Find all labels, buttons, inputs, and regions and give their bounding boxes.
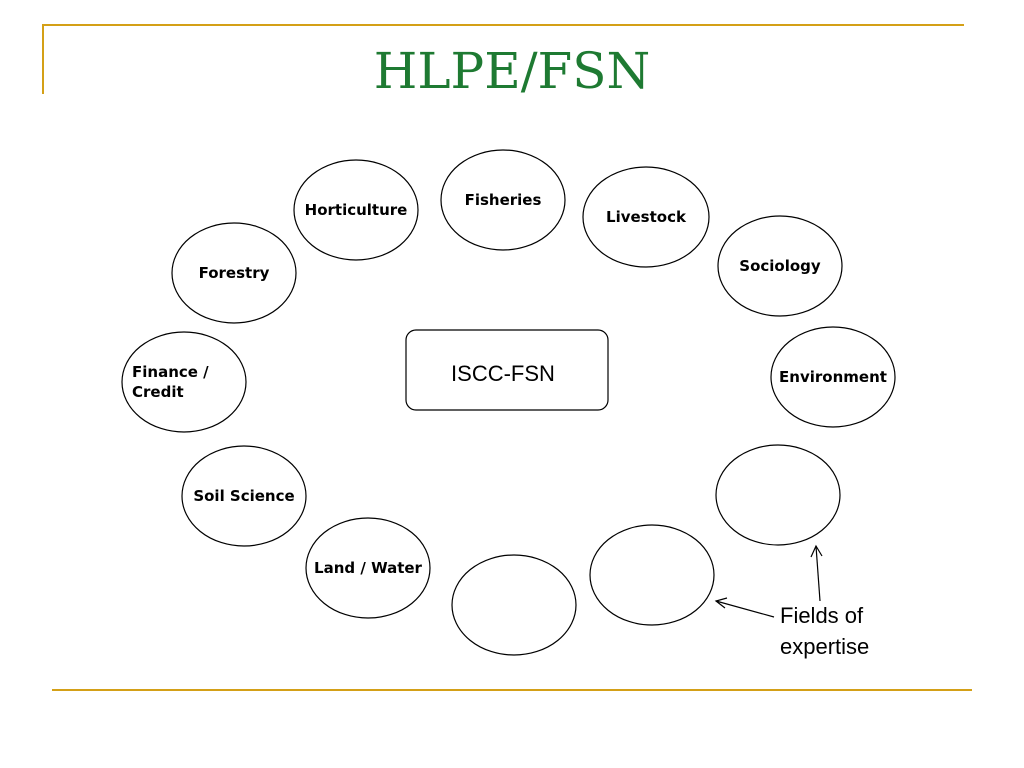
- center-label: ISCC-FSN: [451, 361, 555, 386]
- arrowhead-right: [810, 544, 823, 558]
- field-label-3-0: Environment: [779, 368, 887, 386]
- field-circle-7: [305, 517, 431, 619]
- field-label-10-0: Forestry: [199, 264, 270, 282]
- field-label-8-0: Soil Science: [193, 487, 294, 505]
- slide-title: HLPE/FSN: [373, 42, 651, 100]
- field-circle-8: [181, 445, 307, 547]
- frame-bottom-rule: [52, 689, 972, 691]
- field-circle-11: [293, 159, 419, 261]
- annotation-line-2: expertise: [780, 634, 869, 659]
- field-circle-0: [440, 149, 566, 251]
- field-label-1-0: Livestock: [606, 208, 687, 226]
- field-label-2-0: Sociology: [739, 257, 821, 275]
- field-circle-3: [770, 326, 896, 428]
- field-circle-4: [715, 444, 841, 546]
- arrow-to-bottom-circle: [715, 600, 775, 618]
- field-circle-6: [451, 554, 577, 656]
- arrow-to-right-circle: [815, 545, 821, 602]
- field-circle-5: [589, 524, 715, 626]
- field-circle-9: [121, 331, 247, 433]
- arrowhead-bottom: [714, 597, 728, 609]
- field-circle-1: [582, 166, 710, 268]
- field-circle-10: [171, 222, 297, 324]
- annotation-line-1: Fields of: [780, 603, 864, 628]
- field-label-9-0: Finance /: [132, 363, 209, 381]
- frame-top-rule: [42, 24, 964, 26]
- frame-left-rule: [42, 24, 44, 94]
- field-label-7-0: Land / Water: [314, 559, 422, 577]
- field-label-11-0: Horticulture: [305, 201, 408, 219]
- field-label-0-0: Fisheries: [465, 191, 542, 209]
- field-label-9-1: Credit: [132, 383, 184, 401]
- field-circle-2: [717, 215, 843, 317]
- center-box: [405, 329, 609, 411]
